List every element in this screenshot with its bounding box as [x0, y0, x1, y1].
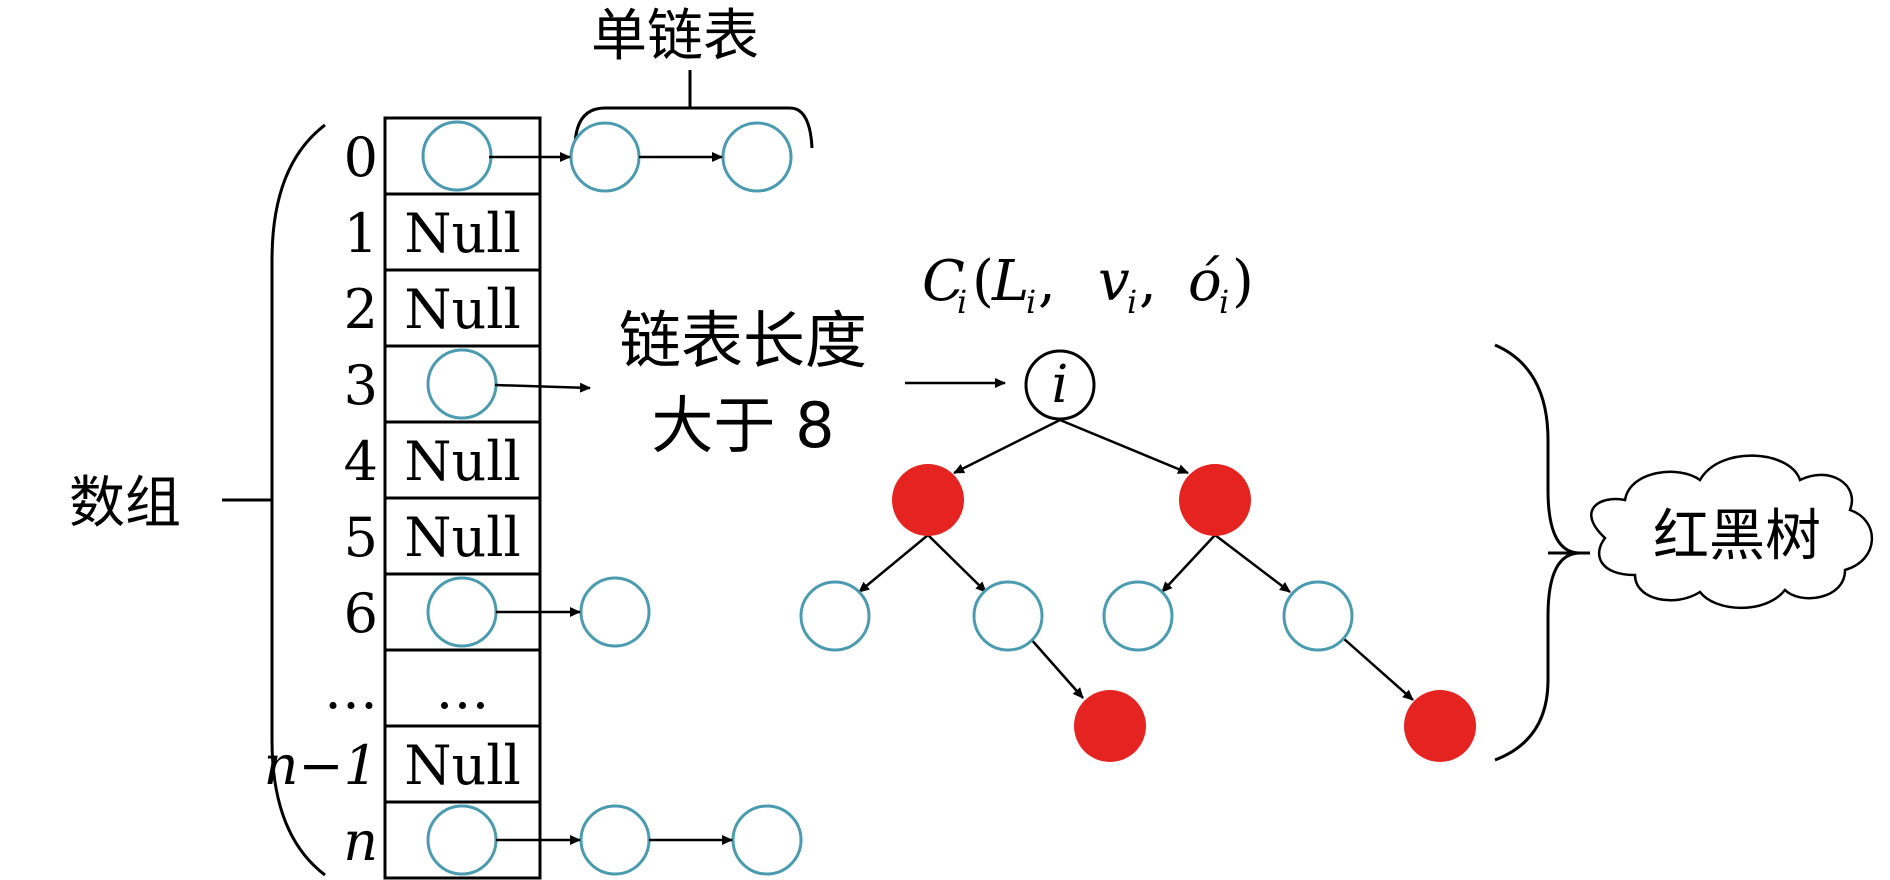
tree-root-node [1024, 349, 1096, 421]
tree-root-label: i [1052, 355, 1069, 415]
svg-text:(: ( [972, 249, 994, 314]
array-index-3: 3 [344, 354, 378, 417]
array-index-4: 4 [344, 430, 378, 493]
array-cell-4 [383, 420, 542, 500]
array-cell-7 [383, 648, 542, 728]
svg-text:i: i [1127, 283, 1137, 321]
tree-red-node [1179, 464, 1251, 536]
array-cell-5 [383, 496, 542, 576]
array-cell-text-1: Null [404, 202, 521, 265]
svg-text:i: i [1219, 283, 1229, 321]
condition-line1: 链表长度 [619, 304, 867, 377]
tree-node [1282, 580, 1354, 652]
array-cell-text-4: Null [404, 430, 521, 493]
svg-text:ó: ó [1188, 249, 1222, 314]
tree-node [1102, 580, 1174, 652]
svg-text:,: , [1139, 249, 1157, 314]
list-node-rown-2 [731, 804, 803, 876]
svg-text:i: i [957, 283, 967, 321]
svg-text:i: i [1026, 283, 1036, 321]
rb-tree-label: 红黑树 [1653, 504, 1821, 569]
svg-text:v: v [1098, 249, 1130, 314]
svg-text:C: C [922, 249, 965, 314]
array-brace [222, 123, 326, 877]
tree-edges [858, 418, 1414, 701]
array-cell-8 [383, 724, 542, 804]
linked-list-brace [573, 70, 814, 149]
list-node-row0-2 [721, 121, 793, 193]
array-label: 数组 [69, 471, 181, 536]
svg-text:): ) [1232, 249, 1254, 314]
array-cell-text-2: Null [404, 278, 521, 341]
array-pointer-node-0 [421, 120, 493, 192]
list-node-row6-1 [579, 576, 651, 648]
array-index-7: … [324, 658, 378, 721]
list-node-row0-1 [569, 121, 641, 193]
condition-line2: 大于 8 [651, 389, 834, 462]
array-index-0: 0 [344, 126, 378, 189]
array-pointer-node-6 [426, 576, 498, 648]
list-node-rown-1 [579, 804, 651, 876]
array-pointer-node-3 [426, 348, 498, 420]
tree-node [799, 580, 871, 652]
array-index-6: 6 [344, 582, 378, 645]
array-index-2: 2 [344, 278, 378, 341]
array-index-1: 1 [344, 202, 378, 265]
single-linked-list-title: 单链表 [591, 4, 759, 69]
array-index-9: n [343, 810, 378, 873]
array-pointer-node-9 [426, 804, 498, 876]
tree-red-node [1074, 690, 1146, 762]
array-index-8: n−1 [264, 734, 378, 797]
tree-red-node [892, 464, 964, 536]
svg-text:L: L [991, 249, 1029, 314]
tree-red-node [1404, 690, 1476, 762]
array-index-5: 5 [344, 506, 378, 569]
svg-text:,: , [1038, 249, 1056, 314]
array-cell-text-8: Null [404, 734, 521, 797]
array-cell-2 [383, 268, 542, 348]
tree-brace [1494, 343, 1590, 762]
array-cell-text-5: Null [404, 506, 521, 569]
rb-tree-cloud [1590, 454, 1874, 610]
node-formula: C i ( L i , v i , ó i ) [922, 249, 1254, 321]
tree-node [972, 580, 1044, 652]
arrow-row3-to-condition [494, 382, 591, 393]
array-cell-text-7: … [436, 658, 490, 721]
